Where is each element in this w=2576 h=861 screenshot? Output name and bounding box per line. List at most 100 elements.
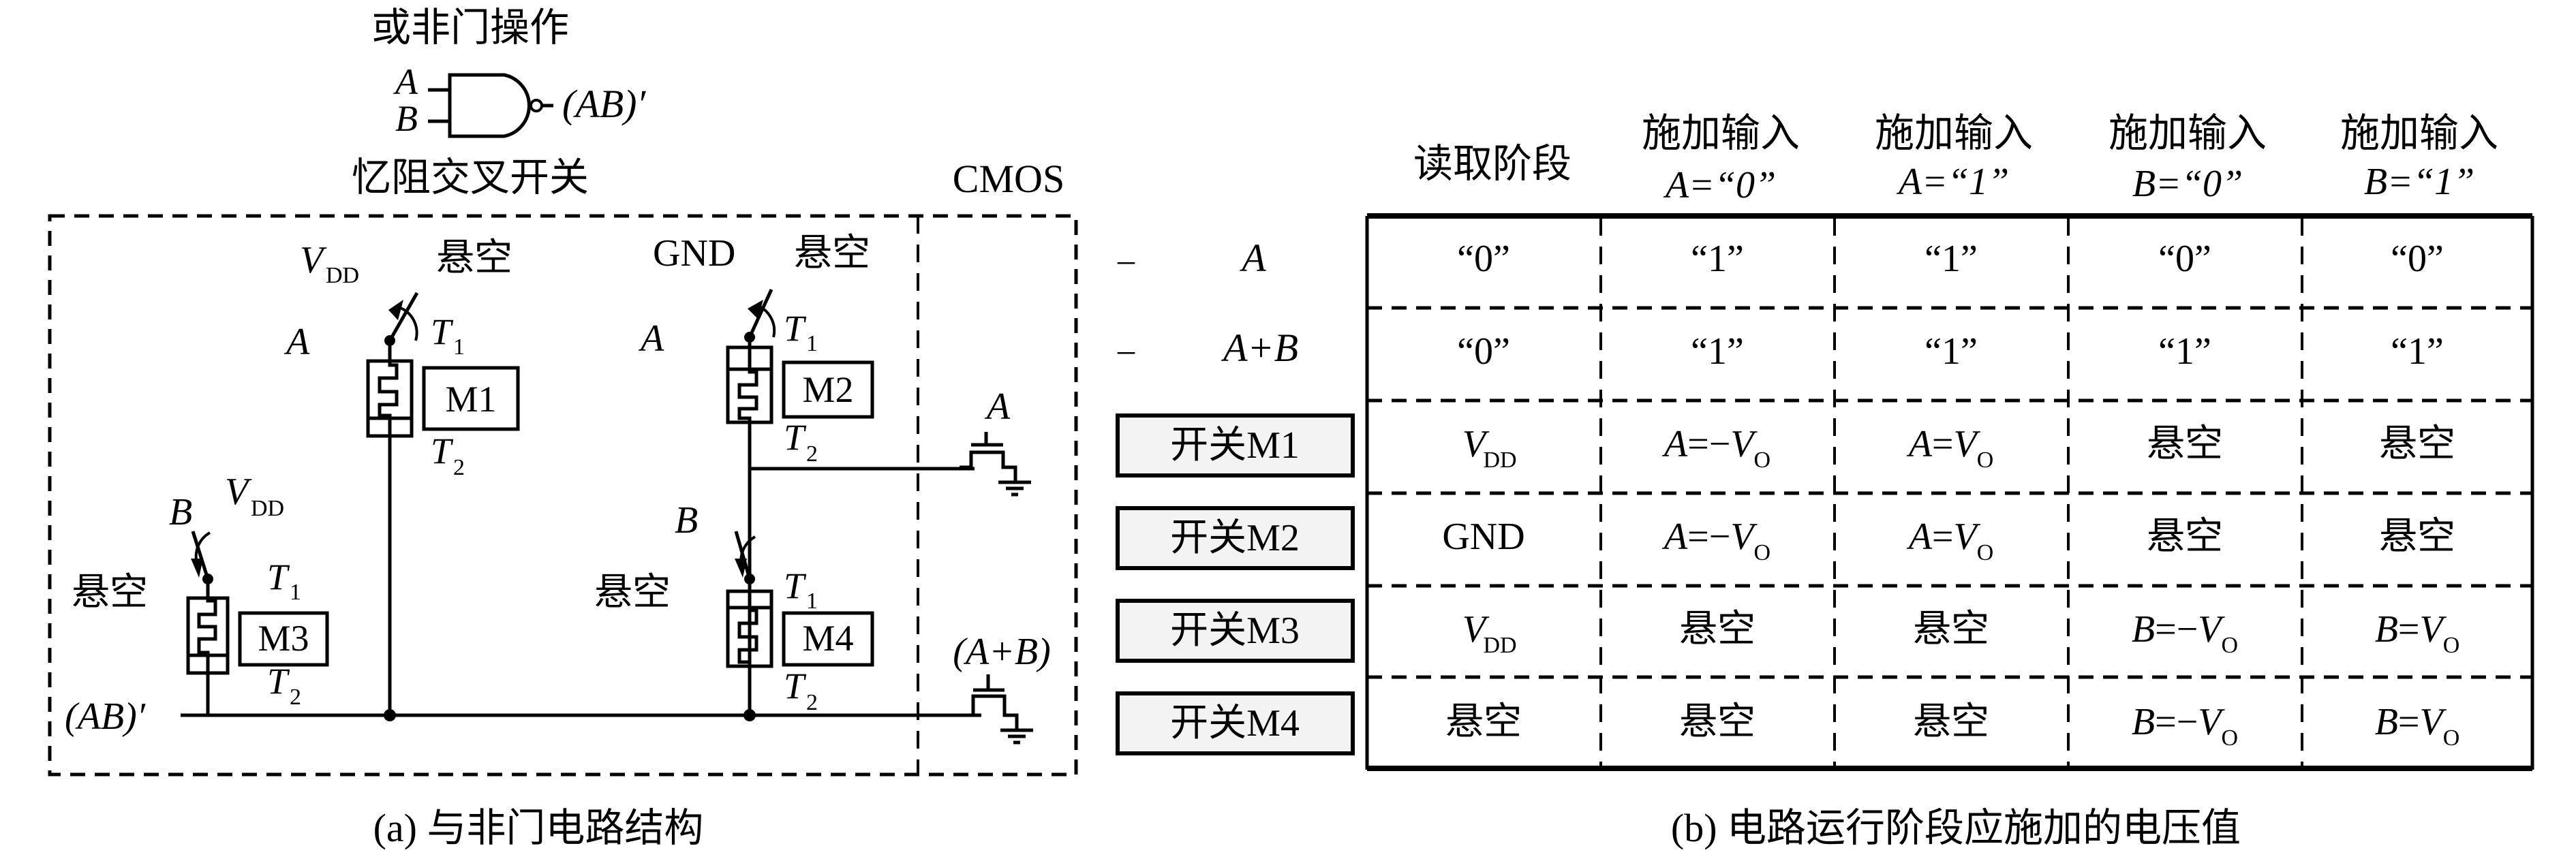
vdd-sub: DD bbox=[326, 263, 359, 288]
switch-m2-button[interactable]: 开关M2 bbox=[1116, 506, 1355, 570]
figure-b: 读取阶段 施加输入 A=“0” 施加输入 A=“1” 施加输入 B=“0” 施加… bbox=[1116, 111, 2534, 850]
table-cell: A=−VO bbox=[1661, 516, 1770, 565]
input-a-label: A bbox=[638, 317, 664, 360]
table-cell: A=VO bbox=[1906, 423, 1994, 473]
table-cell: VDD bbox=[1462, 423, 1517, 473]
switch-icon bbox=[748, 288, 773, 339]
output-label: (AB)′ bbox=[65, 695, 146, 738]
header-cols: 施加输入 A=“0” 施加输入 A=“1” 施加输入 B=“0” 施加输入 B=… bbox=[1642, 111, 2498, 206]
row-mark: – bbox=[1117, 330, 1135, 369]
cmos-input-a: A bbox=[984, 386, 1011, 428]
switch-label: 开关M4 bbox=[1170, 702, 1300, 745]
t2-sub: 2 bbox=[806, 441, 818, 467]
cell-text: 悬空 bbox=[1913, 608, 1989, 651]
row-label-a-plus-b: A+B bbox=[1221, 326, 1298, 370]
header-apply: 施加输入 bbox=[1642, 111, 1800, 155]
nand-gate-icon bbox=[428, 73, 553, 138]
input-b-label: B bbox=[675, 499, 698, 542]
table-cell: A=−VO bbox=[1661, 423, 1770, 473]
switch-m3-button[interactable]: 开关M3 bbox=[1116, 599, 1355, 663]
gate-input-a: A bbox=[393, 61, 418, 102]
table-cell: “0” bbox=[1457, 238, 1510, 280]
input-a-label: A bbox=[283, 321, 310, 363]
switch-m4-button[interactable]: 开关M4 bbox=[1116, 691, 1355, 755]
table-cell: 悬空 bbox=[2147, 516, 2223, 558]
table-cell: “1” bbox=[1925, 330, 1978, 373]
gate-input-b: B bbox=[395, 98, 418, 139]
header-col: A=“1” bbox=[1896, 161, 2009, 203]
cell-text: 悬空 bbox=[2379, 516, 2455, 558]
header-apply: 施加输入 bbox=[1875, 111, 2033, 155]
t2-label: T bbox=[784, 666, 807, 706]
header-apply: 施加输入 bbox=[2109, 111, 2267, 155]
cmos-transistor-ab-icon: (A+B) bbox=[953, 631, 1051, 745]
memristor-m3: B V DD 悬空 M3 T 1 T 2 bbox=[72, 471, 329, 715]
row-label-a: A bbox=[1239, 236, 1266, 280]
figure-a: 或非门操作 A B (AB)′ 忆阻交叉开关 CMOS V DD 悬空 A bbox=[48, 5, 1078, 850]
m3-label: M3 bbox=[258, 618, 309, 659]
cell-text: 悬空 bbox=[2379, 423, 2455, 465]
table-cell: B=VO bbox=[2375, 608, 2460, 658]
memristor-m4: B 悬空 M4 T 1 T 2 bbox=[594, 499, 874, 715]
cell-v: V bbox=[1462, 608, 1490, 651]
cell-text: 悬空 bbox=[2147, 516, 2223, 558]
cell-voltage: B=−VO bbox=[2132, 701, 2238, 751]
t1-label: T bbox=[431, 311, 454, 352]
t2-label: T bbox=[267, 661, 290, 702]
table-cell: “1” bbox=[1925, 238, 1978, 280]
table-cell: 悬空 bbox=[2379, 423, 2455, 465]
cell-text: “0” bbox=[1457, 238, 1510, 280]
cell-text: GND bbox=[1442, 516, 1524, 558]
header-col: A=“0” bbox=[1663, 164, 1776, 206]
table-cell: 悬空 bbox=[1679, 701, 1755, 743]
row-mark: – bbox=[1117, 240, 1135, 279]
header-col: B=“0” bbox=[2132, 163, 2243, 205]
cell-sub: DD bbox=[1483, 633, 1516, 658]
cell-v: V bbox=[1462, 423, 1490, 465]
cell-text: “1” bbox=[1925, 238, 1978, 280]
table-cell: “0” bbox=[2158, 238, 2211, 280]
cell-text: “0” bbox=[1457, 330, 1510, 373]
m2-label: M2 bbox=[802, 369, 853, 410]
t1-sub: 1 bbox=[806, 589, 818, 614]
t1-label: T bbox=[267, 557, 290, 597]
cell-voltage: A=VO bbox=[1906, 423, 1994, 473]
float-label: 悬空 bbox=[72, 572, 148, 614]
table-cell: B=−VO bbox=[2132, 608, 2238, 658]
table-cell: “0” bbox=[2391, 238, 2444, 280]
table-cell: “0” bbox=[1457, 330, 1510, 373]
table-cell: 悬空 bbox=[1445, 701, 1522, 743]
cmos-input-ab: (A+B) bbox=[953, 631, 1051, 673]
header-apply: 施加输入 bbox=[2340, 111, 2498, 155]
table-cell: “1” bbox=[2391, 330, 2444, 373]
cell-text: “1” bbox=[2391, 330, 2444, 373]
t2-label: T bbox=[784, 417, 807, 458]
cell-voltage: B=−VO bbox=[2132, 608, 2238, 658]
t1-sub: 1 bbox=[806, 331, 818, 356]
gate-title: 或非门操作 bbox=[371, 5, 569, 50]
cell-voltage: A=−VO bbox=[1661, 423, 1770, 473]
memristor-m2: GND 悬空 A M2 T 1 T 2 bbox=[638, 232, 975, 715]
cell-sub: DD bbox=[1483, 448, 1516, 473]
table-cell: GND bbox=[1442, 516, 1524, 558]
vdd-label: V bbox=[225, 471, 252, 513]
input-b-label: B bbox=[169, 491, 192, 533]
voltage-table bbox=[1365, 213, 2534, 771]
cell-text: 悬空 bbox=[1445, 701, 1522, 743]
table-cell: “1” bbox=[1691, 330, 1744, 373]
m4-label: M4 bbox=[802, 618, 853, 659]
switch-m1-button[interactable]: 开关M1 bbox=[1116, 413, 1355, 478]
table-cell: VDD bbox=[1462, 608, 1517, 658]
m1-label: M1 bbox=[445, 379, 496, 420]
cell-text: “1” bbox=[2158, 330, 2211, 373]
cell-text: “1” bbox=[1925, 330, 1978, 373]
t2-sub: 2 bbox=[290, 685, 301, 710]
switch-label: 开关M3 bbox=[1170, 610, 1300, 652]
cell-text: “1” bbox=[1691, 330, 1744, 373]
cell-text: 悬空 bbox=[1679, 608, 1755, 651]
t2-sub: 2 bbox=[806, 690, 818, 715]
float-label: 悬空 bbox=[436, 237, 512, 279]
float-label: 悬空 bbox=[594, 572, 671, 614]
t1-label: T bbox=[784, 565, 807, 606]
